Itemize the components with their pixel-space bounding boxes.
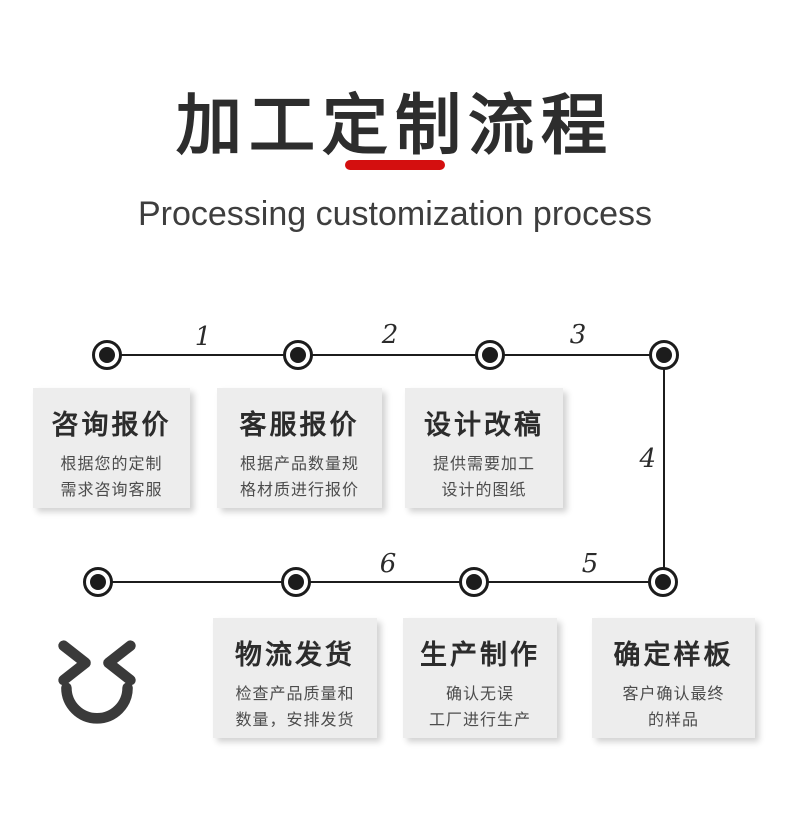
flow-line-top [107,354,665,356]
flow-node-dot [99,347,115,363]
flow-line-right [663,355,665,583]
title-divider [345,160,445,170]
step-title: 咨询报价 [51,410,172,440]
step-number-1: 1 [194,322,212,352]
smiley-mouth [61,682,133,724]
flow-node-dot [90,574,106,590]
page-title: 加工定制流程 [176,88,614,163]
page-subtitle: Processing customization process [137,195,652,233]
step-box-service-quote: 客服报价 根据产品数量规 格材质进行报价 [217,388,382,508]
flow-node-dot [482,347,498,363]
flow-node-7 [281,567,311,597]
step-number-3: 3 [569,320,587,350]
flow-node-dot [466,574,482,590]
flow-node-1 [92,340,122,370]
step-desc: 根据您的定制 需求咨询客服 [60,456,163,500]
flow-line-bottom [98,581,665,583]
step-title: 物流发货 [235,640,355,670]
step-desc: 检查产品质量和 数量，安排发货 [235,686,355,730]
flow-node-6 [459,567,489,597]
step-box-consult-quote: 咨询报价 根据您的定制 需求咨询客服 [33,388,190,508]
step-box-production: 生产制作 确认无误 工厂进行生产 [403,618,557,738]
step-title: 设计改稿 [424,410,544,440]
step-desc: 确认无误 工厂进行生产 [428,686,531,730]
step-number-4: 4 [639,444,656,474]
flow-node-dot [656,347,672,363]
flow-node-dot [288,574,304,590]
step-number-2: 2 [381,320,399,350]
step-number-6: 6 [379,549,397,579]
flow-node-8 [83,567,113,597]
step-box-design-revision: 设计改稿 提供需要加工 设计的图纸 [405,388,563,508]
flow-node-2 [283,340,313,370]
flow-node-dot [290,347,306,363]
step-desc: 提供需要加工 设计的图纸 [432,456,535,500]
step-desc: 根据产品数量规 格材质进行报价 [239,456,359,500]
flow-node-3 [475,340,505,370]
step-box-confirm-sample: 确定样板 客户确认最终 的样品 [592,618,755,738]
flow-node-4 [649,340,679,370]
flow-node-dot [655,574,671,590]
step-title: 确定样板 [613,640,734,670]
flow-node-5 [648,567,678,597]
smiley-right-eye [103,640,136,686]
step-box-shipping: 物流发货 检查产品质量和 数量，安排发货 [213,618,377,738]
smiley-left-eye [58,640,91,686]
smiley-face-icon [58,640,136,724]
step-number-5: 5 [581,549,599,579]
step-desc: 客户确认最终 的样品 [622,686,725,730]
step-title: 客服报价 [239,410,360,440]
step-title: 生产制作 [420,640,540,670]
